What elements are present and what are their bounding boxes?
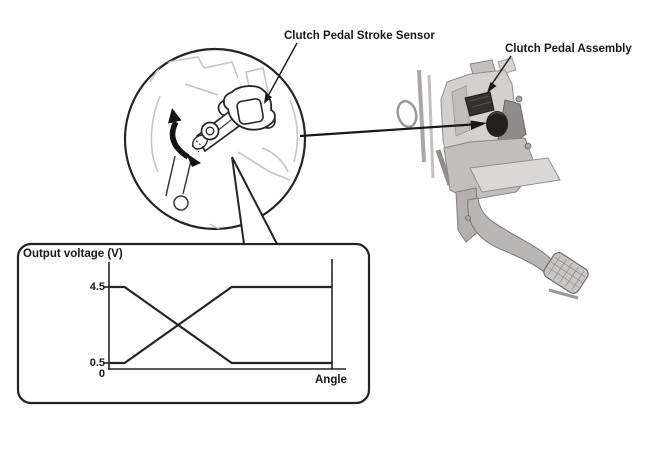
sensor-body-plate bbox=[236, 98, 264, 125]
stroke-sensor-illustration bbox=[191, 85, 276, 153]
assembly-wire-loop bbox=[396, 99, 418, 129]
y-tick-label-0-5: 0.5 bbox=[89, 357, 105, 369]
sensor-detail-inset bbox=[123, 47, 307, 231]
sensor-lever-knurl bbox=[191, 140, 204, 153]
chart-line-output-increasing bbox=[109, 285, 332, 365]
assembly-shelf bbox=[469, 157, 561, 193]
inset-to-assembly-arrow bbox=[299, 120, 487, 138]
stroke-sensor-leader-arrow bbox=[264, 42, 298, 104]
bolt bbox=[515, 95, 523, 103]
bolt bbox=[524, 142, 532, 150]
sensor-pivot-center bbox=[205, 126, 215, 136]
clutch-pedal-assembly-illustration bbox=[396, 57, 589, 300]
sensor-pivot-boss bbox=[200, 121, 220, 141]
sensor-connector-ridges bbox=[469, 95, 492, 108]
sensor-connector bbox=[464, 91, 495, 117]
pedal-assembly-label: Clutch Pedal Assembly bbox=[505, 43, 632, 55]
callout-pointer bbox=[231, 155, 278, 245]
rotation-arrow-icon bbox=[168, 108, 201, 167]
pedal-pad-shadow bbox=[548, 288, 579, 300]
stroke-sensor-label: Clutch Pedal Stroke Sensor bbox=[284, 30, 435, 42]
y-tick-label-4-5: 4.5 bbox=[89, 281, 105, 293]
assembly-sensor-disc bbox=[486, 111, 508, 137]
x-axis-label: Angle bbox=[315, 374, 347, 386]
annotation-arrows bbox=[264, 42, 512, 138]
assembly-leader-arrow bbox=[487, 55, 512, 93]
pedal-pad bbox=[543, 252, 589, 294]
pedal-arm-sketch bbox=[165, 155, 192, 211]
bolt bbox=[465, 215, 471, 221]
sensor-disc-highlight bbox=[489, 111, 504, 117]
assembly-rod bbox=[417, 69, 426, 163]
y-tick-label-0: 0 bbox=[98, 368, 105, 380]
chart-axes bbox=[103, 259, 346, 370]
chart-title: Output voltage (V) bbox=[23, 248, 123, 260]
chart-series bbox=[109, 285, 332, 365]
pedal-arm bbox=[467, 197, 553, 273]
